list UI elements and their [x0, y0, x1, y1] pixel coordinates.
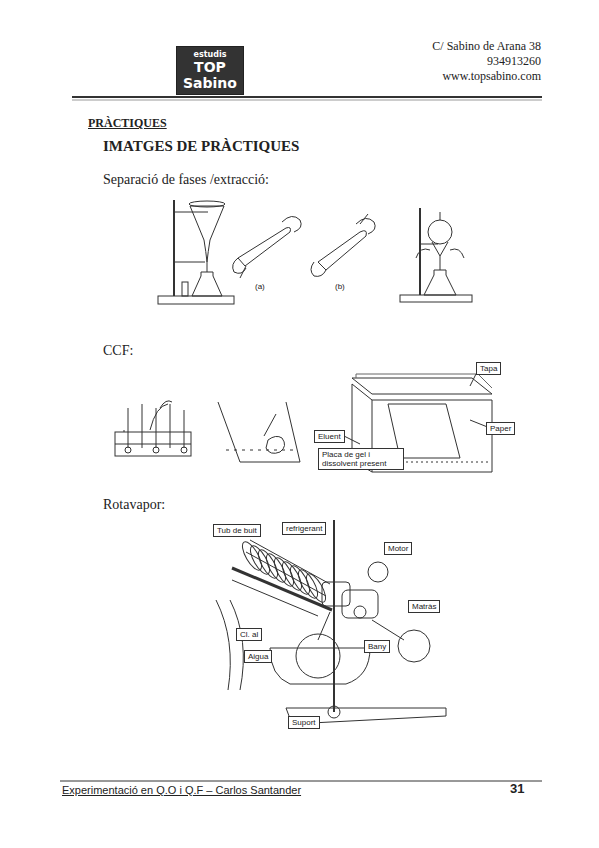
callout-box: refrigerant: [282, 522, 326, 535]
text-label: IMATGES DE PRÀCTIQUES: [103, 138, 299, 155]
callout-box: Cl. al: [236, 628, 262, 641]
text-label: Rotavapor:: [103, 497, 165, 513]
logo-box: estudisTOPSabino: [176, 46, 244, 95]
callout-box: Aigua: [244, 650, 272, 663]
callout-box: Eluent: [314, 430, 345, 443]
callout-text: Cl. al: [240, 630, 258, 639]
callout-text: Placa de gel i dissolvent present: [322, 450, 400, 468]
text-label: (a): [255, 282, 265, 291]
callout-text: Motor: [388, 544, 408, 553]
callout-box: Motor: [384, 542, 412, 555]
text-label: (b): [335, 282, 345, 291]
callout-text: Paper: [490, 424, 511, 433]
callout-box: Tub de buit: [213, 524, 261, 537]
callout-text: Suport: [292, 718, 316, 727]
text-label: Separació de fases /extracció:: [103, 172, 269, 188]
callout-text: Matràs: [412, 602, 436, 611]
callout-text: Eluent: [318, 432, 341, 441]
page-number: 31: [510, 782, 524, 797]
text-label: C/ Sabino de Arana 38: [432, 40, 541, 54]
logo-text: estudis: [183, 50, 237, 59]
callout-box: Matràs: [408, 600, 440, 613]
callout-box: Placa de gel i dissolvent present: [318, 448, 404, 470]
page-title: PRÀCTIQUES: [88, 117, 167, 131]
text-label: www.topsabino.com: [442, 70, 541, 84]
text-label: 934913260: [487, 55, 541, 69]
text-label: Experimentació en Q.O i Q.F – Carlos San…: [62, 784, 301, 797]
callout-text: Tapa: [480, 364, 497, 373]
callout-box: Suport: [288, 716, 320, 729]
callout-text: Bany: [368, 642, 386, 651]
logo-text: TOP: [183, 59, 237, 75]
callout-text: Aigua: [248, 652, 268, 661]
callout-box: Bany: [364, 640, 390, 653]
logo-text: Sabino: [183, 75, 237, 91]
callout-box: Paper: [486, 422, 515, 435]
callout-text: refrigerant: [286, 524, 322, 533]
callout-box: Tapa: [476, 362, 501, 375]
text-label: CCF:: [103, 343, 133, 359]
callout-text: Tub de buit: [217, 526, 257, 535]
